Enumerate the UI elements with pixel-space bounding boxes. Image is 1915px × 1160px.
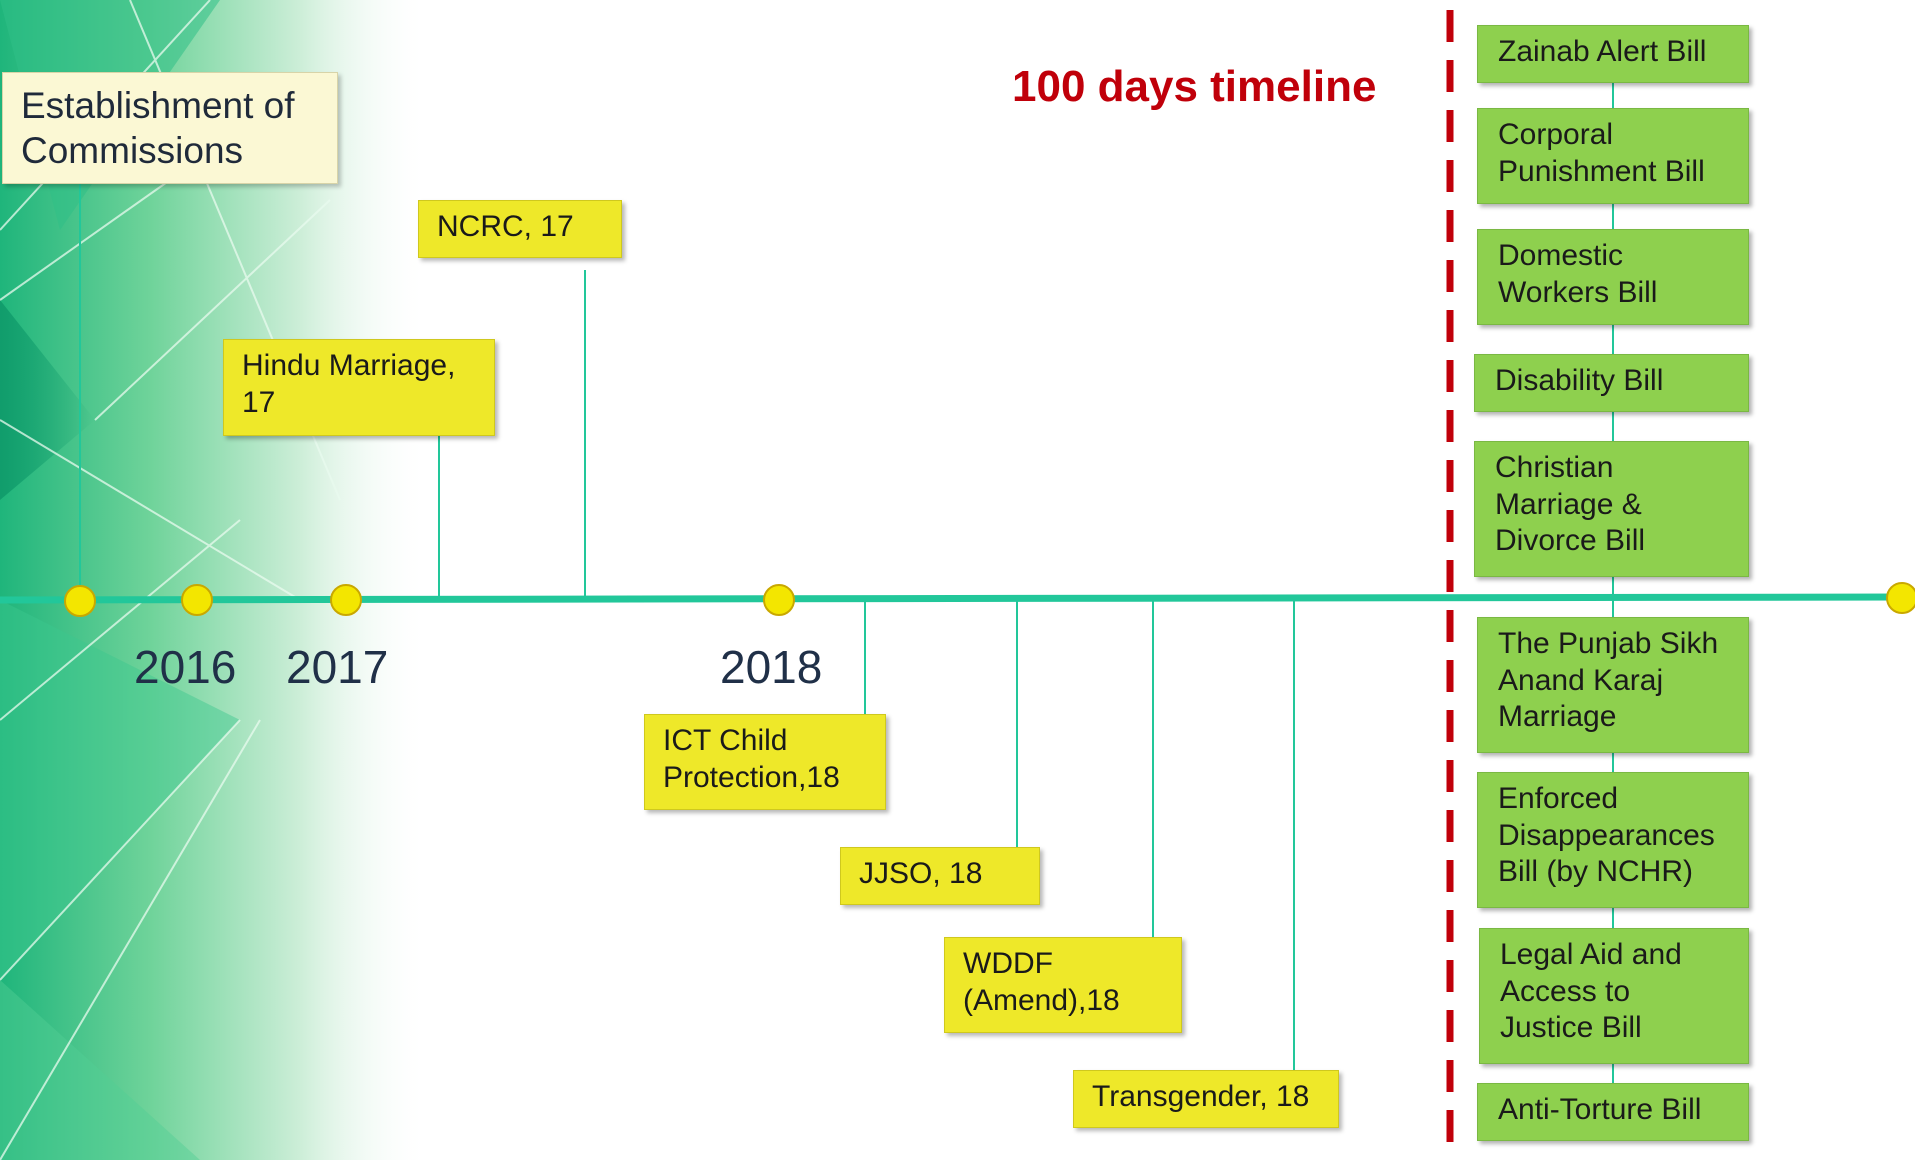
- event-wddf-amend: WDDF (Amend),18: [944, 937, 1182, 1033]
- event-hindu-marriage: Hindu Marriage, 17: [223, 339, 495, 436]
- bill-disability: Disability Bill: [1474, 354, 1749, 412]
- timeline-marker: [181, 584, 213, 616]
- timeline-markers: [64, 582, 1915, 617]
- event-connectors: [79, 180, 1295, 1073]
- year-label-2017: 2017: [286, 641, 389, 693]
- event-ict-child-protection: ICT Child Protection,18: [644, 714, 886, 810]
- event-jjso: JJSO, 18: [840, 847, 1040, 905]
- bill-anti-torture: Anti-Torture Bill: [1477, 1083, 1749, 1141]
- hundred-days-title: 100 days timeline: [1012, 62, 1377, 111]
- bill-enforced-disappearances: Enforced Disappearances Bill (by NCHR): [1477, 772, 1749, 908]
- event-transgender: Transgender, 18: [1073, 1070, 1339, 1128]
- event-establishment-of-commissions: Establishment of Commissions: [2, 72, 338, 184]
- timeline-marker: [763, 584, 795, 616]
- event-ncrc: NCRC, 17: [418, 200, 622, 258]
- bill-domestic-workers: Domestic Workers Bill: [1477, 229, 1749, 325]
- bill-christian-marriage-divorce: Christian Marriage & Divorce Bill: [1474, 441, 1749, 577]
- bill-legal-aid-access-justice: Legal Aid and Access to Justice Bill: [1479, 928, 1749, 1064]
- year-label-2016: 2016: [134, 641, 237, 693]
- bill-corporal-punishment: Corporal Punishment Bill: [1477, 108, 1749, 204]
- bill-zainab-alert: Zainab Alert Bill: [1477, 25, 1749, 83]
- year-label-2018: 2018: [720, 641, 823, 693]
- timeline-axis: [0, 593, 1915, 604]
- timeline-marker: [1886, 582, 1915, 614]
- timeline-marker: [64, 585, 96, 617]
- bill-punjab-sikh-anand-karaj: The Punjab Sikh Anand Karaj Marriage: [1477, 617, 1749, 753]
- timeline-marker: [330, 584, 362, 616]
